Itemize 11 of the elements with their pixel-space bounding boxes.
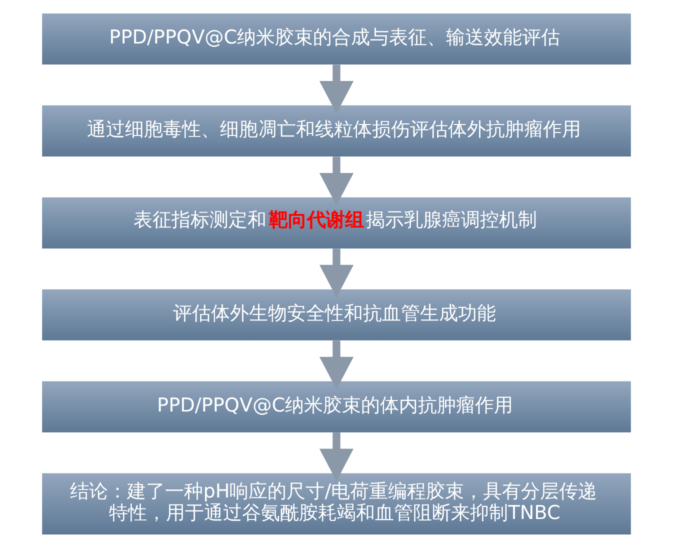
node-box: 通过细胞毒性、细胞凋亡和线粒体损伤评估体外抗肿瘤作用 xyxy=(42,105,631,156)
arrow xyxy=(319,432,354,482)
node-box: 表征指标测定和靶向代谢组揭示乳腺癌调控机制 xyxy=(42,197,631,248)
node-box: 结论：建了一种pH响应的尺寸/电荷重编程胶束，具有分层传递特性，用于通过谷氨酰胺耗竭和血管阻断来抑制TNBC xyxy=(42,473,631,535)
arrow xyxy=(319,156,354,206)
node-box: PPD/PPQV@C纳米胶束的体内抗肿瘤作用 xyxy=(42,381,631,432)
arrow xyxy=(319,248,354,298)
node-box: 评估体外生物安全性和抗血管生成功能 xyxy=(42,289,631,340)
node-box: PPD/PPQV@C纳米胶束的合成与表征、输送效能评估 xyxy=(42,13,631,65)
arrow xyxy=(319,64,354,114)
arrow xyxy=(319,340,354,390)
